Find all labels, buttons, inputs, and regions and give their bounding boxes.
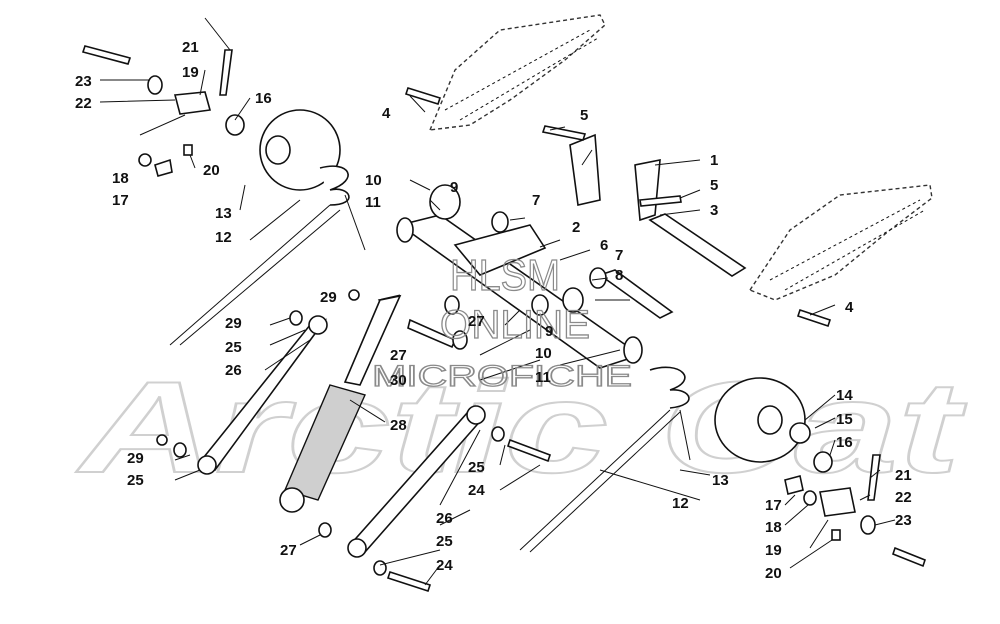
- callout-25: 25: [127, 472, 144, 489]
- callout-12: 12: [672, 495, 689, 512]
- watermark-line-2: ONLINE: [440, 303, 590, 347]
- callout-5: 5: [580, 107, 588, 124]
- callout-4: 4: [845, 299, 854, 316]
- callout-17: 17: [112, 192, 129, 209]
- callout-11: 11: [365, 194, 381, 211]
- callout-16: 16: [836, 434, 853, 451]
- callout-21: 21: [895, 467, 912, 484]
- mount-bracket: [569, 133, 661, 222]
- torsion-spring-left: [169, 109, 366, 346]
- callout-1: 1: [710, 152, 718, 169]
- callout-7: 7: [532, 192, 540, 209]
- callout-5: 5: [710, 177, 718, 194]
- callout-10: 10: [365, 172, 382, 189]
- callout-8: 8: [615, 267, 623, 284]
- callout-25: 25: [436, 533, 453, 550]
- callout-24: 24: [436, 557, 453, 574]
- callout-10: 10: [535, 345, 552, 362]
- rail-frame-upper: [428, 14, 606, 131]
- callout-13: 13: [215, 205, 232, 222]
- callout-27: 27: [280, 542, 297, 559]
- watermark-line-3: MICROFICHE: [372, 360, 632, 393]
- torsion-spring-right: [519, 366, 806, 553]
- callout-23: 23: [895, 512, 912, 529]
- callout-labels: 1 2 3 4 4 5 5 6 7 7 8 9 9 10 10 11 11 12…: [75, 39, 912, 582]
- callout-26: 26: [436, 510, 453, 527]
- rail-frame-lower: [748, 184, 933, 301]
- hardware: [81, 45, 926, 593]
- callout-22: 22: [895, 489, 912, 506]
- callout-13: 13: [712, 472, 729, 489]
- callout-9: 9: [450, 179, 458, 196]
- callout-19: 19: [182, 64, 199, 81]
- callout-17: 17: [765, 497, 782, 514]
- callout-6: 6: [600, 237, 608, 254]
- callout-24: 24: [468, 482, 485, 499]
- link-arm-left: [197, 315, 328, 475]
- callout-4: 4: [382, 105, 391, 122]
- callout-28: 28: [390, 417, 407, 434]
- callout-18: 18: [765, 519, 782, 536]
- link-arm-right: [347, 405, 486, 558]
- callout-21: 21: [182, 39, 199, 56]
- callout-3: 3: [710, 202, 718, 219]
- callout-27: 27: [468, 313, 485, 330]
- callout-30: 30: [390, 372, 407, 389]
- callout-26: 26: [225, 362, 242, 379]
- watermark-line-1: HLSM: [450, 251, 560, 300]
- callout-16: 16: [255, 90, 272, 107]
- callout-9: 9: [545, 323, 553, 340]
- callout-22: 22: [75, 95, 92, 112]
- callout-11: 11: [535, 369, 551, 386]
- rear-shaft: [598, 213, 747, 319]
- callout-25: 25: [225, 339, 242, 356]
- shock-absorber: [279, 294, 402, 513]
- callout-20: 20: [765, 565, 782, 582]
- callout-12: 12: [215, 229, 232, 246]
- callout-20: 20: [203, 162, 220, 179]
- callout-29: 29: [320, 289, 337, 306]
- callout-2: 2: [572, 219, 580, 236]
- callout-25: 25: [468, 459, 485, 476]
- callout-29: 29: [127, 450, 144, 467]
- callout-29: 29: [225, 315, 242, 332]
- callout-18: 18: [112, 170, 129, 187]
- callout-14: 14: [836, 387, 853, 404]
- callout-7: 7: [615, 247, 623, 264]
- callout-19: 19: [765, 542, 782, 559]
- callout-27: 27: [390, 347, 407, 364]
- leader-lines: [99, 17, 896, 586]
- callout-15: 15: [836, 411, 853, 428]
- callout-23: 23: [75, 73, 92, 90]
